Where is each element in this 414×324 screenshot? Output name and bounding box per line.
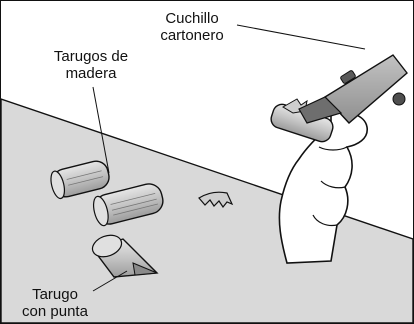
hand — [278, 111, 368, 264]
box-cutter-knife — [298, 54, 408, 124]
wooden-dowel-1 — [50, 160, 110, 200]
knife-label-line2: cartonero — [160, 27, 223, 44]
wooden-dowel-2 — [92, 183, 164, 227]
pointed-dowel-leader-line — [92, 270, 128, 292]
dowels-leader-line — [92, 86, 110, 174]
knife-label-line1: Cuchillo — [165, 10, 218, 27]
pointed-dowel-label-line2: con punta — [22, 303, 89, 320]
wood-shaving — [198, 191, 234, 209]
dowels-label-line1: Tarugos de — [54, 48, 128, 65]
pointed-dowel-label-line1: Tarugo — [32, 286, 78, 303]
table-surface — [1, 98, 413, 323]
dowels-label-line2: madera — [66, 65, 118, 82]
knife-leader-line — [236, 24, 366, 50]
pointed-dowel — [91, 234, 159, 278]
